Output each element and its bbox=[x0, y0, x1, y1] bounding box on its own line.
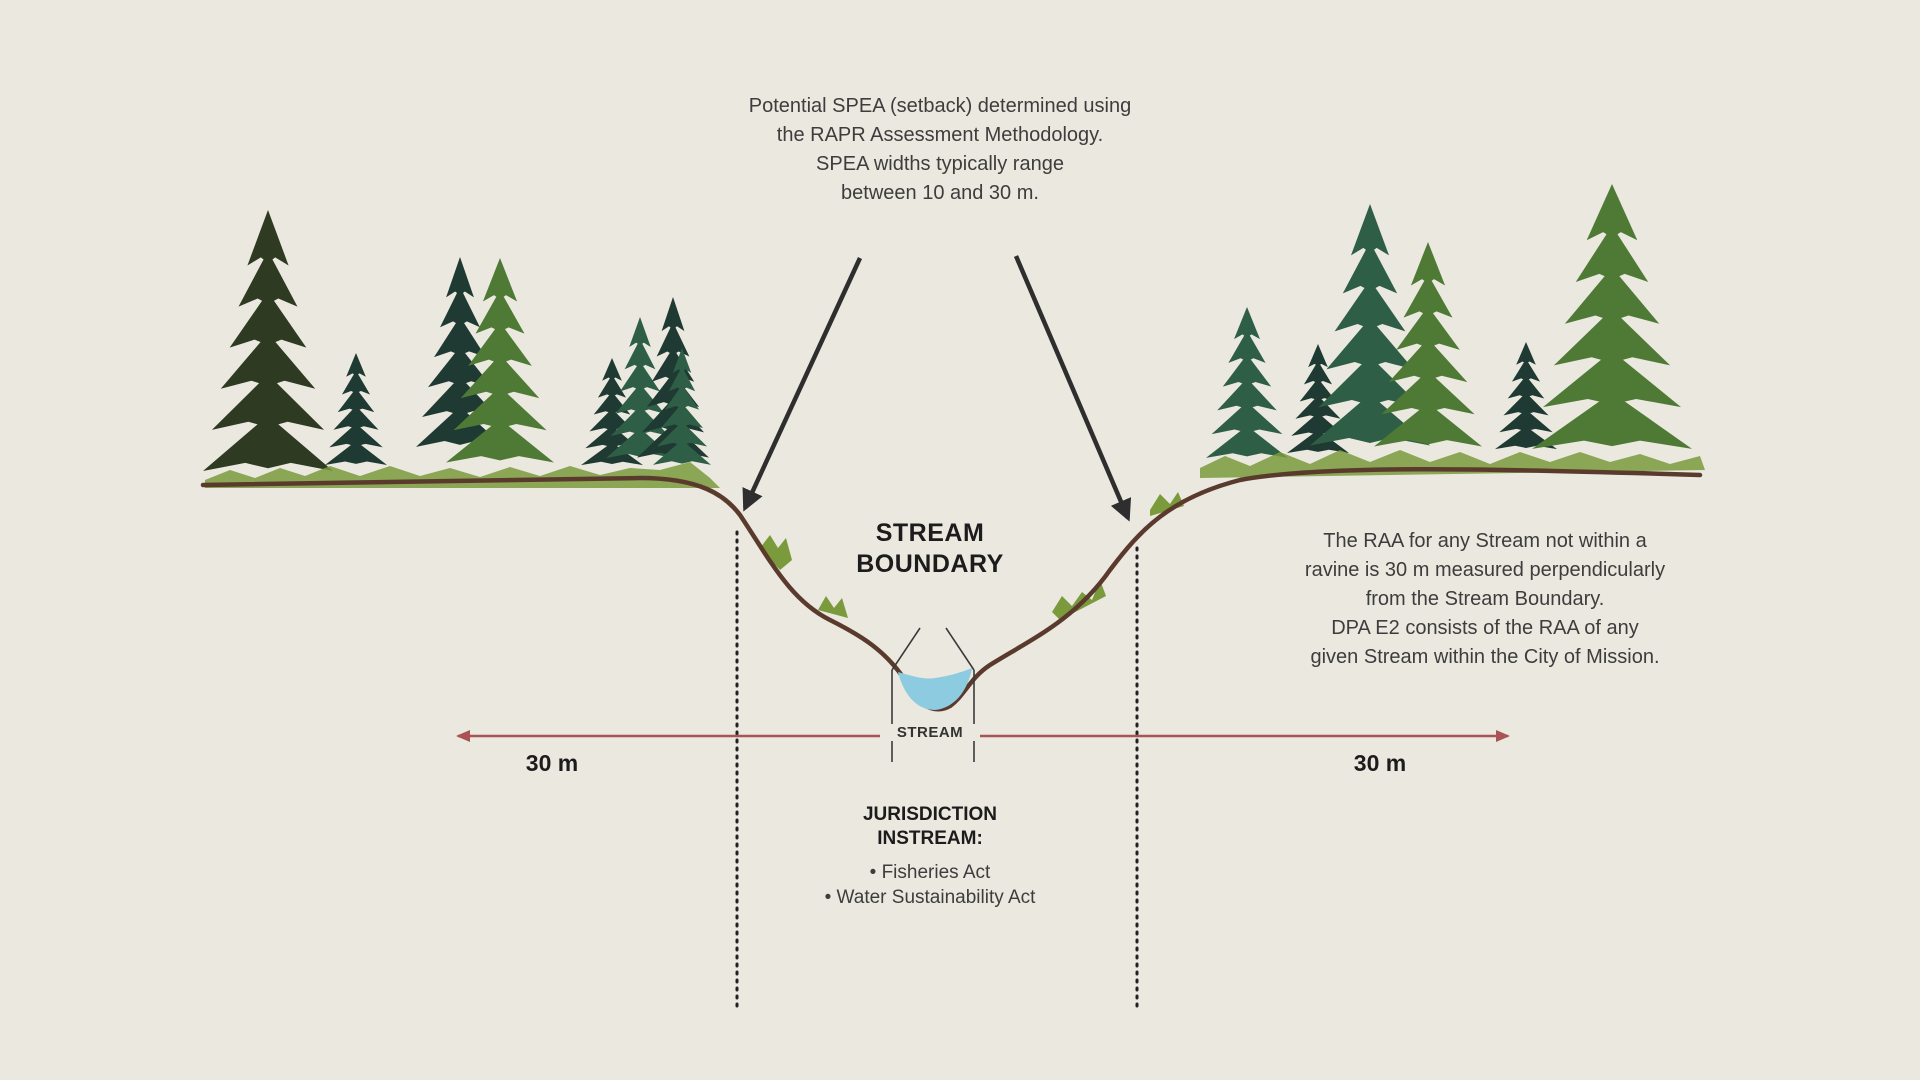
conifer-tree-icon bbox=[606, 317, 674, 459]
conifer-tree-icon bbox=[637, 297, 709, 458]
stream-boundary-title-line: STREAM bbox=[875, 519, 985, 547]
stream-water bbox=[898, 668, 972, 710]
stream-bank-lines bbox=[891, 627, 975, 762]
raa-note-line: given Stream within the City of Mission. bbox=[1310, 646, 1660, 668]
spea-note: Potential SPEA (setback) determined usin… bbox=[640, 92, 1240, 208]
jurisdiction-title-line: JURISDICTION bbox=[862, 804, 998, 825]
jurisdiction-title: JURISDICTION INSTREAM: bbox=[780, 803, 1080, 851]
stream-boundary-title: STREAM BOUNDARY bbox=[780, 518, 1080, 580]
spea-arrow-right bbox=[1013, 255, 1132, 522]
stream-label: STREAM bbox=[880, 724, 980, 741]
jurisdiction-item: • Water Sustainability Act bbox=[824, 887, 1036, 908]
conifer-tree-icon bbox=[325, 353, 387, 465]
ground-profile bbox=[200, 466, 1703, 712]
forest-left bbox=[203, 210, 711, 471]
conifer-tree-icon bbox=[1532, 184, 1692, 449]
measure-label-right: 30 m bbox=[1353, 750, 1407, 776]
conifer-tree-icon bbox=[1206, 307, 1288, 458]
spea-note-line: the RAPR Assessment Methodology. bbox=[776, 124, 1104, 146]
conifer-tree-icon bbox=[203, 210, 333, 471]
raa-note-line: DPA E2 consists of the RAA of any bbox=[1331, 617, 1639, 639]
conifer-tree-icon bbox=[446, 258, 554, 463]
spea-note-line: SPEA widths typically range bbox=[816, 153, 1064, 175]
conifer-tree-icon bbox=[653, 348, 711, 465]
forest-right bbox=[1206, 184, 1692, 458]
conifer-tree-icon bbox=[1287, 344, 1349, 454]
raa-note-line: The RAA for any Stream not within a bbox=[1323, 530, 1647, 552]
conifer-tree-icon bbox=[1495, 342, 1557, 450]
spea-note-line: Potential SPEA (setback) determined usin… bbox=[748, 95, 1132, 117]
conifer-tree-icon bbox=[1310, 204, 1430, 446]
measure-label-left: 30 m bbox=[525, 750, 579, 776]
jurisdiction-item: • Fisheries Act bbox=[869, 862, 991, 883]
stream-boundary-title-line: BOUNDARY bbox=[856, 550, 1004, 578]
raa-note-line: from the Stream Boundary. bbox=[1365, 588, 1605, 610]
spea-arrow-left bbox=[742, 257, 863, 512]
raa-note-line: ravine is 30 m measured perpendicularly bbox=[1304, 559, 1666, 581]
conifer-tree-icon bbox=[1374, 242, 1482, 447]
conifer-tree-icon bbox=[581, 358, 643, 466]
conifer-tree-icon bbox=[416, 257, 504, 447]
spea-note-line: between 10 and 30 m. bbox=[841, 182, 1039, 204]
jurisdiction-list: • Fisheries Act • Water Sustainability A… bbox=[740, 860, 1120, 910]
raa-note: The RAA for any Stream not within a ravi… bbox=[1225, 527, 1745, 672]
jurisdiction-title-line: INSTREAM: bbox=[877, 828, 983, 849]
